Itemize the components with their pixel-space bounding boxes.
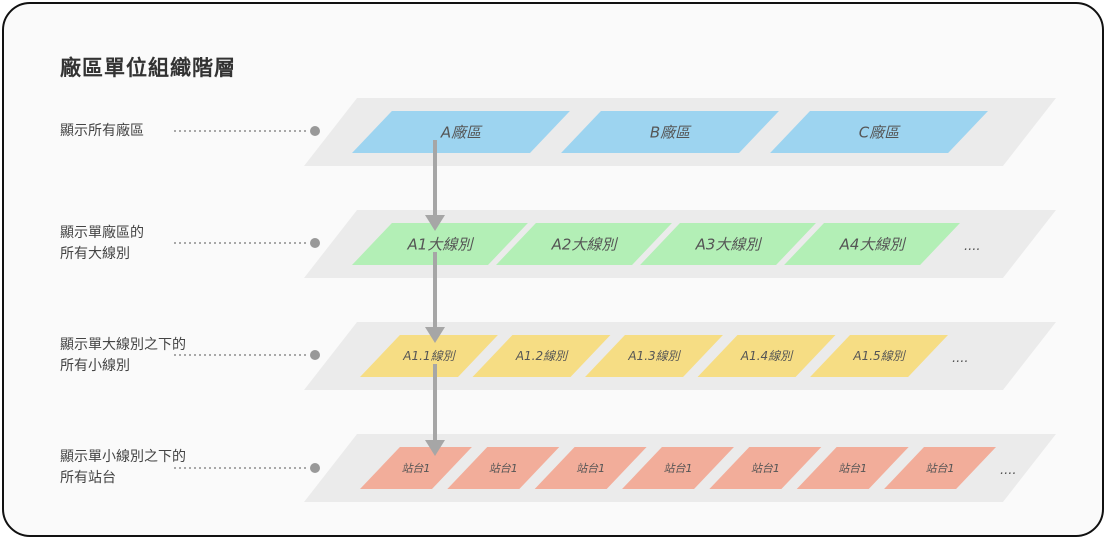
drill-arrow-head xyxy=(425,440,445,456)
minor-line-tile xyxy=(697,335,836,377)
layer-label-factories: 顯示所有廠區 xyxy=(60,121,144,142)
station-tile xyxy=(709,447,822,489)
layer-2: A1大線別 A2大線別 A3大線別 A4大線別.... xyxy=(174,210,1056,278)
label-line: 顯示單廠區的 xyxy=(60,225,144,241)
minor-line-tile-label: A1.3線別 xyxy=(627,349,681,363)
drill-arrow-head xyxy=(425,215,445,231)
station-tile xyxy=(447,447,560,489)
station-tile-label: 站台1 xyxy=(926,462,955,475)
layer-3: A1.1線別 A1.2線別 A1.3線別 A1.4線別 A1.5線別.... xyxy=(174,322,1056,390)
more-ellipsis: .... xyxy=(1000,463,1017,478)
factory-tile-label: A廠區 xyxy=(440,123,483,141)
leader-dot xyxy=(310,238,320,248)
minor-line-tile xyxy=(810,335,948,377)
factory-tile-label: C廠區 xyxy=(859,123,901,141)
factory-tile-label: B廠區 xyxy=(650,123,692,141)
more-ellipsis: .... xyxy=(964,239,981,254)
minor-line-tile-label: A1.4線別 xyxy=(740,349,794,363)
diagram-title: 廠區單位組織階層 xyxy=(60,56,236,80)
layer-label-stations: 顯示單小線別之下的 所有站台 xyxy=(60,447,186,489)
factory-tile xyxy=(770,111,988,153)
station-tile xyxy=(534,447,647,489)
leader-dot xyxy=(310,463,320,473)
label-line: 顯示所有廠區 xyxy=(60,123,144,139)
more-ellipsis: .... xyxy=(952,351,969,366)
major-line-tile-label: A3大線別 xyxy=(695,235,763,253)
station-tile-label: 站台1 xyxy=(401,462,430,475)
major-line-tile-label: A1大線別 xyxy=(407,235,475,253)
minor-line-tile xyxy=(585,335,723,377)
label-line: 所有小線別 xyxy=(60,358,130,374)
station-tile-label: 站台1 xyxy=(576,462,605,475)
station-tile xyxy=(796,447,909,489)
label-line: 所有站台 xyxy=(60,470,116,486)
major-line-tile xyxy=(784,223,960,265)
station-tile-label: 站台1 xyxy=(838,462,867,475)
station-tile-label: 站台1 xyxy=(489,462,518,475)
minor-line-tile xyxy=(360,335,498,377)
station-tile xyxy=(622,447,734,489)
leader-dot xyxy=(310,350,320,360)
station-tile xyxy=(360,447,472,489)
factory-tile xyxy=(352,111,570,153)
label-line: 顯示單小線別之下的 xyxy=(60,449,186,465)
major-line-tile-label: A4大線別 xyxy=(839,235,907,253)
major-line-tile xyxy=(640,223,816,265)
minor-line-tile-label: A1.2線別 xyxy=(515,349,569,363)
layer-1: A廠區 B廠區 C廠區 xyxy=(174,98,1056,166)
layer-label-major-lines: 顯示單廠區的 所有大線別 xyxy=(60,223,144,265)
major-line-tile xyxy=(352,223,528,265)
minor-line-tile xyxy=(472,335,611,377)
layer-4: 站台1 站台1 站台1 站台1 站台1 站台1 站台1.... xyxy=(174,434,1056,502)
leader-dot xyxy=(310,126,320,136)
factory-tile xyxy=(561,111,779,153)
drill-arrow-head xyxy=(425,327,445,343)
station-tile-label: 站台1 xyxy=(751,462,780,475)
major-line-tile xyxy=(496,223,672,265)
layer-label-minor-lines: 顯示單大線別之下的 所有小線別 xyxy=(60,335,186,377)
station-tile-label: 站台1 xyxy=(664,462,693,475)
label-line: 所有大線別 xyxy=(60,246,130,262)
major-line-tile-label: A2大線別 xyxy=(551,235,619,253)
minor-line-tile-label: A1.1線別 xyxy=(402,349,456,363)
station-tile xyxy=(884,447,996,489)
minor-line-tile-label: A1.5線別 xyxy=(852,349,906,363)
label-line: 顯示單大線別之下的 xyxy=(60,337,186,353)
